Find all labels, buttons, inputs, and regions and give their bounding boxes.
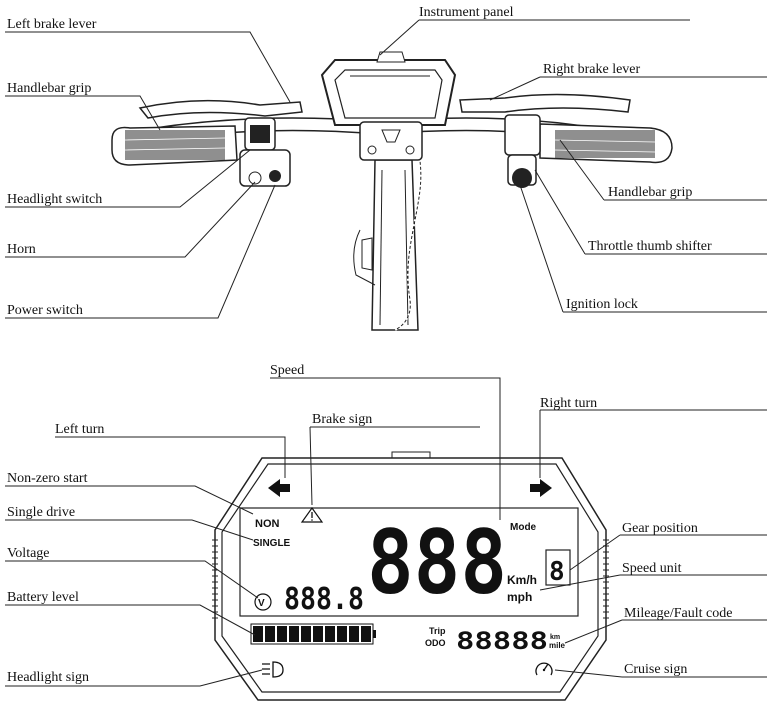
battery-segment	[253, 626, 263, 642]
battery-tip	[373, 630, 376, 638]
battery-segment	[337, 626, 347, 642]
handlebar-illustration	[111, 51, 673, 331]
label-non-zero-start: Non-zero start	[7, 471, 88, 486]
odo-label: ODO	[425, 638, 446, 648]
trip-label: Trip	[429, 626, 446, 636]
label-voltage: Voltage	[7, 546, 50, 561]
battery-segment	[289, 626, 299, 642]
voltage-symbol: V	[258, 598, 265, 609]
battery-segment	[349, 626, 359, 642]
battery-segment	[325, 626, 335, 642]
label-left-turn: Left turn	[55, 422, 104, 437]
battery-segment	[313, 626, 323, 642]
label-brake-sign: Brake sign	[312, 412, 372, 427]
label-speed-unit: Speed unit	[622, 561, 682, 576]
label-speed: Speed	[270, 363, 304, 378]
speed-unit-mph: mph	[507, 590, 532, 604]
label-right-brake-lever: Right brake lever	[543, 62, 641, 77]
bottom-leader-lines	[5, 377, 767, 687]
lcd-display: NON SINGLE Mode 888 Km/h mph 8 V 888.8 T…	[212, 451, 609, 701]
battery-segment	[277, 626, 287, 642]
label-handlebar-grip-left: Handlebar grip	[7, 81, 91, 96]
label-headlight-switch: Headlight switch	[7, 192, 102, 207]
mode-indicator: Mode	[510, 522, 537, 533]
label-gear-position: Gear position	[622, 521, 698, 536]
mileage-unit-km: km	[550, 634, 560, 641]
label-headlight-sign: Headlight sign	[7, 670, 89, 685]
coiled-cable	[394, 149, 422, 331]
brake-warning-icon	[300, 506, 324, 523]
gear-position-readout: 8	[549, 557, 565, 587]
non-zero-start-indicator: NON	[255, 518, 280, 530]
headlight-icon	[262, 661, 284, 678]
voltage-readout: 888.8	[284, 582, 364, 617]
label-cruise-sign: Cruise sign	[624, 662, 687, 677]
instrument-panel-drawing	[320, 51, 457, 126]
battery-segment	[301, 626, 311, 642]
left-turn-arrow-icon	[268, 479, 290, 497]
label-single-drive: Single drive	[7, 505, 75, 520]
label-throttle-thumb-shifter: Throttle thumb shifter	[588, 239, 712, 254]
battery-segment	[265, 626, 275, 642]
right-turn-arrow-icon	[530, 479, 552, 497]
mileage-readout: 88888	[456, 627, 548, 655]
top-leader-lines	[5, 19, 767, 319]
battery-level-bar	[250, 623, 376, 645]
battery-segment	[361, 626, 371, 642]
label-mileage-fault-code: Mileage/Fault code	[624, 606, 732, 621]
left-grip	[111, 125, 238, 166]
label-handlebar-grip-right: Handlebar grip	[608, 185, 692, 200]
single-drive-indicator: SINGLE	[253, 538, 291, 549]
cruise-icon	[535, 662, 553, 676]
label-right-turn: Right turn	[540, 396, 597, 411]
label-horn: Horn	[7, 242, 36, 257]
right-grip	[539, 123, 673, 164]
mileage-unit-mile: mile	[549, 641, 566, 650]
speed-readout: 888	[367, 511, 507, 614]
speed-unit-kmh: Km/h	[507, 573, 537, 587]
label-instrument-panel: Instrument panel	[419, 5, 514, 20]
label-power-switch: Power switch	[7, 303, 83, 318]
label-battery-level: Battery level	[7, 590, 79, 605]
label-ignition-lock: Ignition lock	[566, 297, 638, 312]
label-left-brake-lever: Left brake lever	[7, 17, 97, 32]
